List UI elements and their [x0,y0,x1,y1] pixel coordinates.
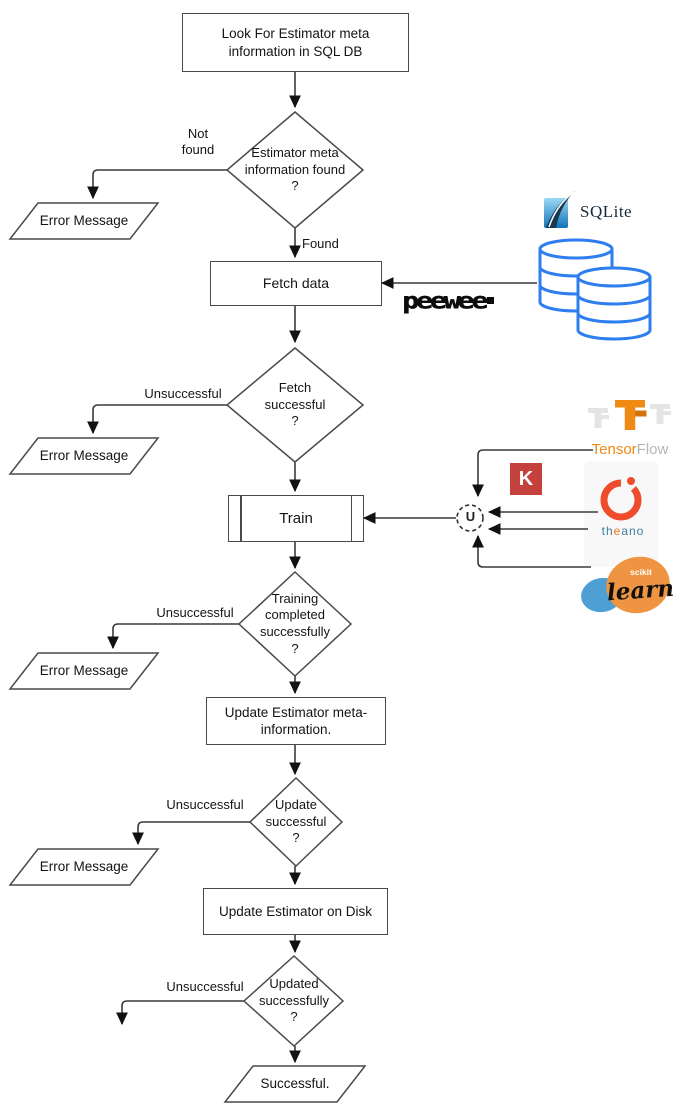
scikit-learn-icon: scikit learn [581,556,675,614]
theano-text-e: e [613,524,622,538]
node-update-meta: Update Estimator meta- information. [206,697,386,745]
theano-text-1: th [601,524,614,538]
node-update-disk: Update Estimator on Disk [203,888,388,935]
peewee-sup-square [487,296,495,304]
database-cylinders-icon [538,238,652,341]
success-shape [223,1065,367,1103]
train-label: Train [279,509,313,527]
decision-update-ok-label: Update successful ? [265,797,327,846]
decision-meta-found-label: Estimator meta information found ? [244,145,346,194]
error1-shape [8,202,160,240]
scikit-text-top: scikit [630,567,652,577]
edge-scikit-to-union [472,534,591,568]
error2-shape [8,437,160,475]
tensorflow-text-orange: Tensor [591,441,637,458]
sqlite-logo: SQLite [536,190,632,234]
keras-logo: K [510,463,542,495]
edge-label-not-found: Not found [181,126,215,158]
sqlite-logo-text: SQLite [580,202,633,221]
edge-label-unsuccessful-disk: Unsuccessful [166,979,244,994]
scikit-text-script: learn [606,575,675,607]
edge-label-found: Found [302,236,339,251]
edge-not-found-to-error1 [87,169,227,200]
error4-shape [8,848,160,886]
edge-tensorflow-to-union [472,449,593,498]
edge-label-unsuccessful-update: Unsuccessful [166,797,244,812]
train-inner-line-right [350,496,352,541]
edge-update-fail-to-error4 [132,821,250,846]
tensorflow-logo-text: TensorFlow [580,441,680,458]
decision-train-ok-shape [237,570,353,678]
error-message-4: Error Message [39,859,129,875]
train-inner-line-left [240,496,242,541]
decision-fetch-ok-shape [225,347,365,463]
edge-label-unsuccessful-fetch: Unsuccessful [144,386,222,401]
sqlite-feather-icon [544,191,575,228]
decision-disk-ok-shape [242,954,345,1048]
node-start: Look For Estimator meta information in S… [182,13,409,72]
decision-fetch-ok-label: Fetch successful ? [264,380,326,429]
error-message-2: Error Message [39,448,129,464]
pytorch-flame-icon [600,477,642,521]
tensorflow-text-gray: Flow [636,441,669,458]
error-message-3: Error Message [39,663,129,679]
peewee-logo-text: peewee [402,286,488,315]
node-train: Train [228,495,364,542]
decision-disk-ok-label: Updated successfully ? [258,976,330,1025]
node-fetch-data: Fetch data [210,261,382,306]
error-message-1: Error Message [39,213,129,229]
scikit-learn-logo: scikit learn [575,552,677,631]
tensorflow-icon [588,400,671,430]
edge-disk-fail-to-error5 [116,1000,244,1026]
union-circle [456,504,484,532]
error3-shape [8,652,160,690]
node-successful: Successful. [260,1076,330,1092]
decision-meta-found-shape [225,111,365,229]
theano-logo: theano [588,524,658,538]
edge-fetch-fail-to-error2 [87,404,227,435]
edge-label-unsuccessful-train: Unsuccessful [156,605,234,620]
tensorflow-logo [586,392,678,445]
edge-train-fail-to-error3 [107,623,239,650]
peewee-logo: peewee [402,284,495,317]
pytorch-logo [596,474,648,531]
decision-update-ok-shape [248,776,344,868]
decision-train-ok-label: Training completed successfully ? [259,590,331,656]
theano-text-2: ano [621,524,645,538]
union-label: U [465,509,476,524]
